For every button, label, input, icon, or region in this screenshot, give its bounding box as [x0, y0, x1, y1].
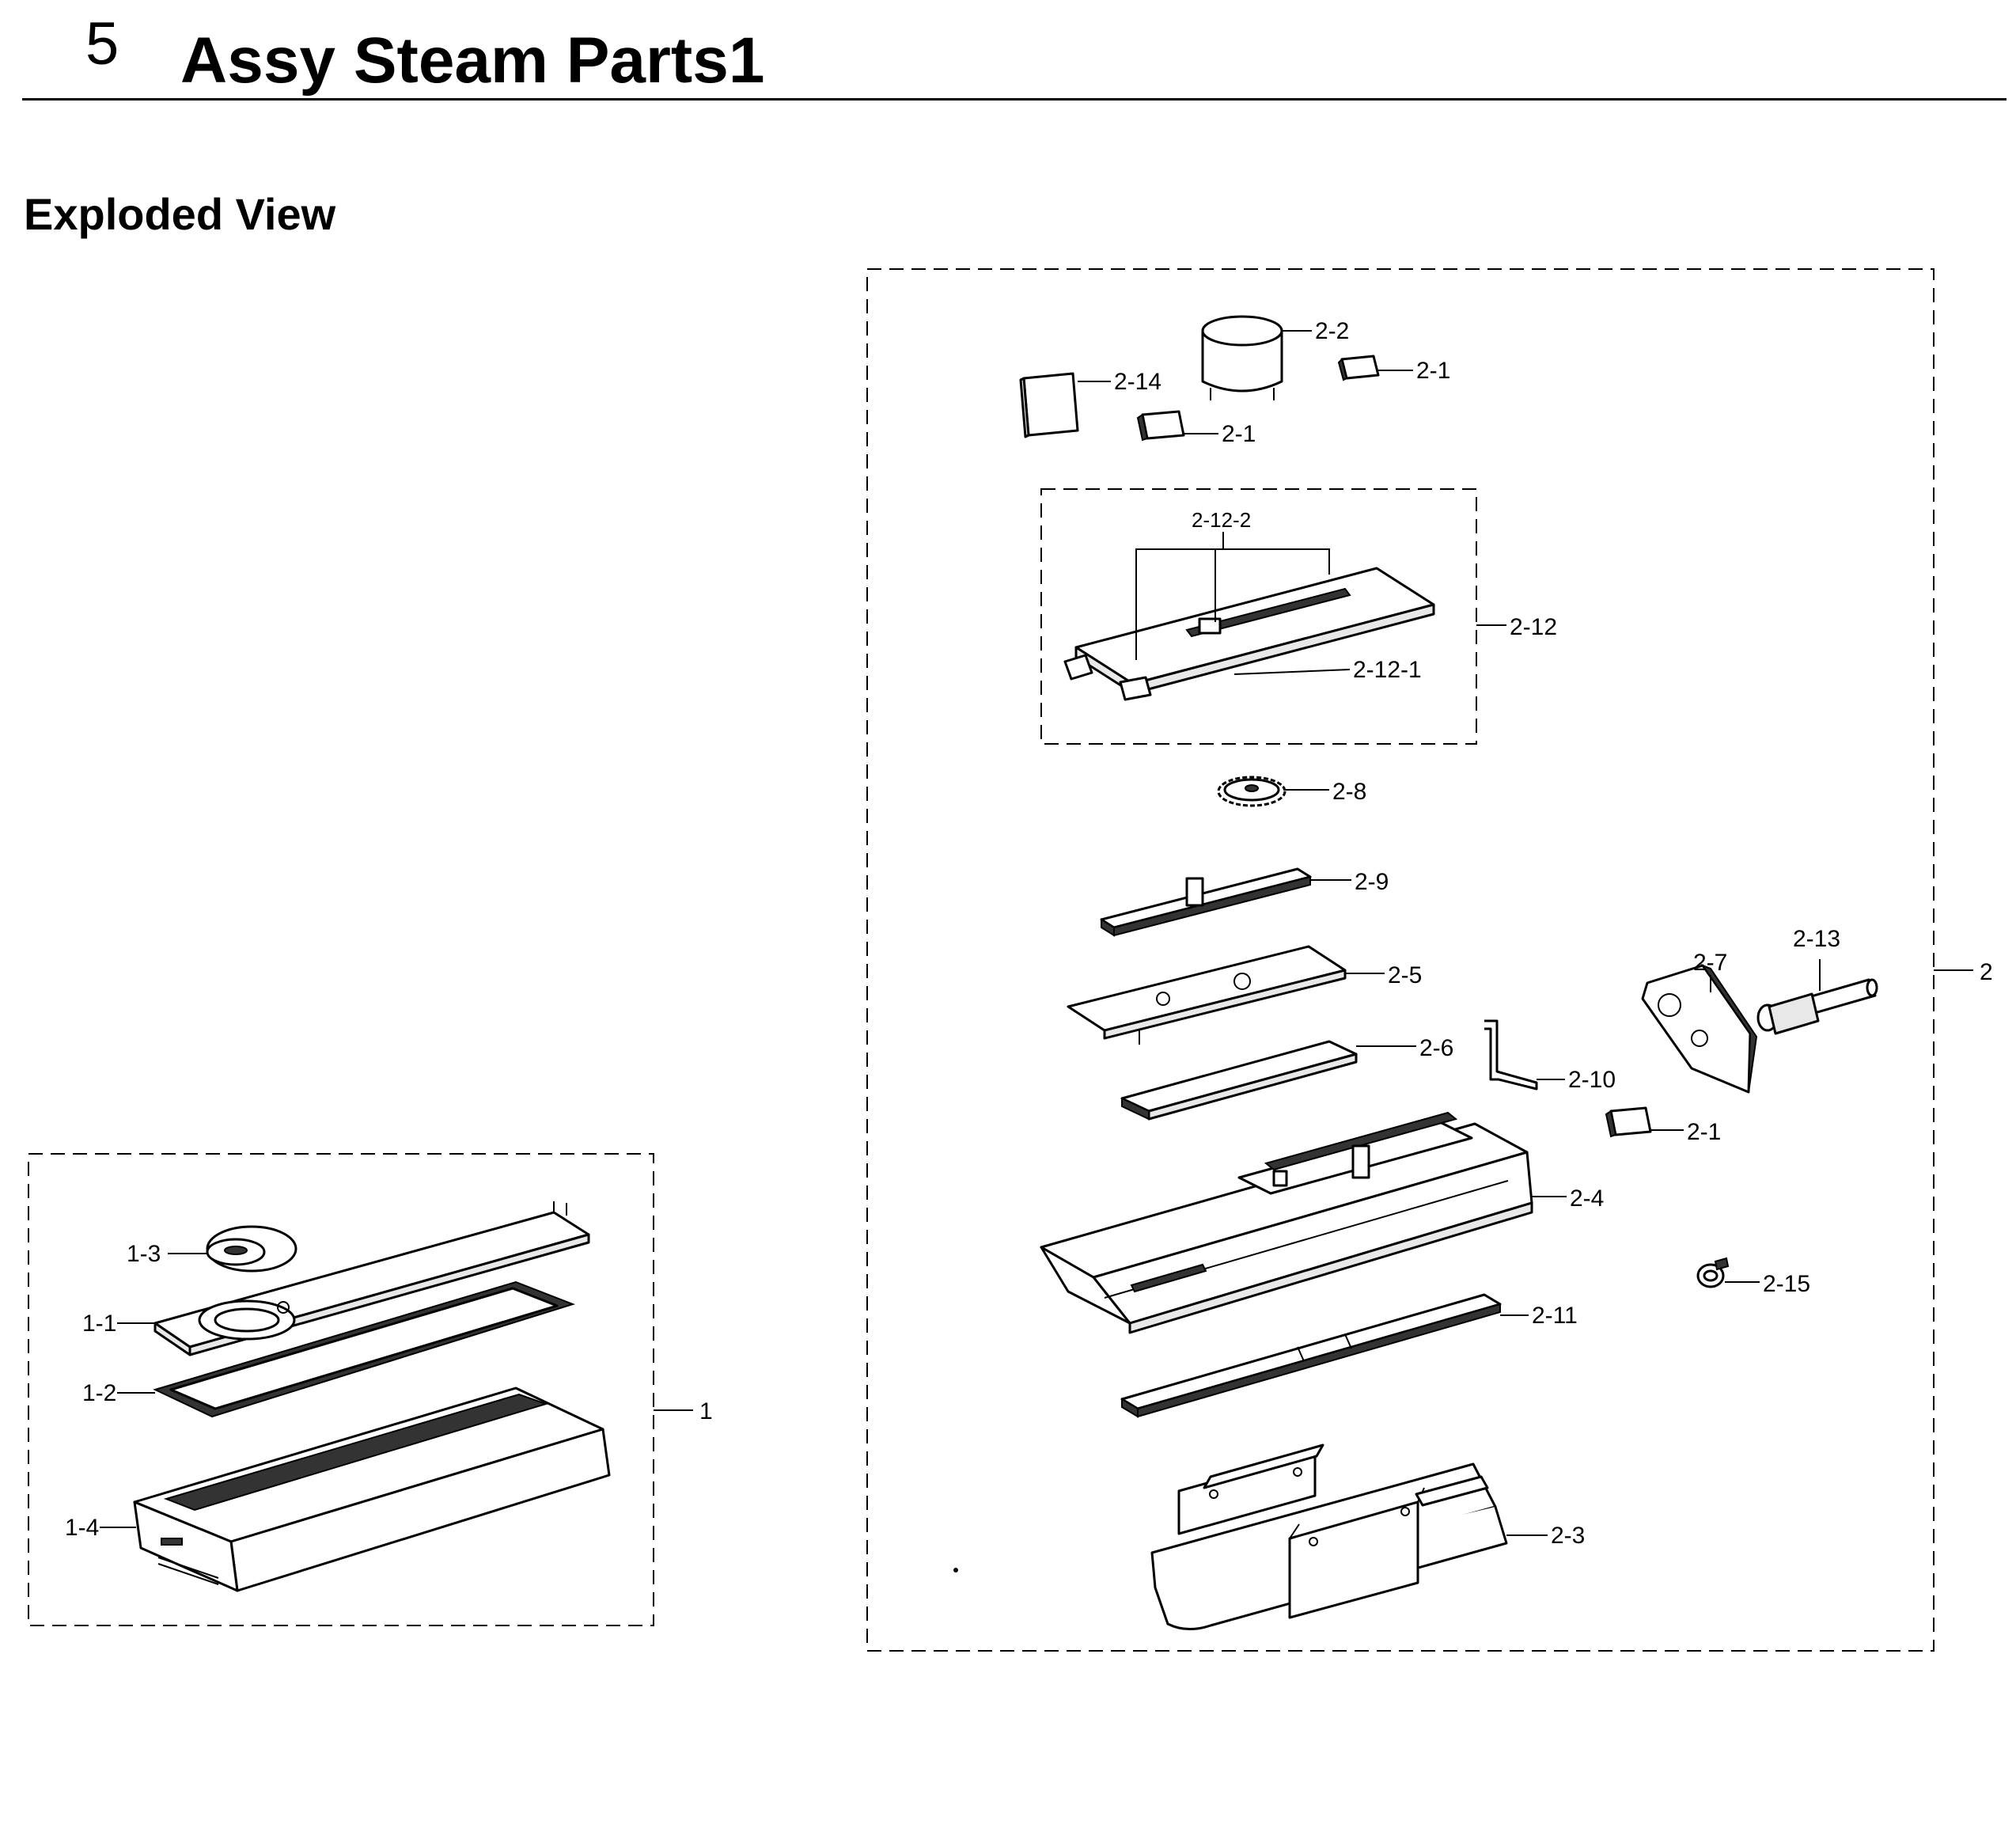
part-1-3-cap	[206, 1225, 297, 1273]
part-2-2-motor	[1201, 315, 1283, 400]
stray-dot	[953, 1568, 958, 1572]
label-2-12-2: 2-12-2	[1192, 508, 1251, 532]
part-2-15-clip	[1696, 1257, 1730, 1288]
label-2-7: 2-7	[1693, 950, 1727, 976]
part-2-1-switch-b	[1136, 410, 1185, 442]
label-2-2: 2-2	[1315, 318, 1349, 344]
part-1-4-tray	[133, 1386, 611, 1592]
part-2-6-slide	[1120, 1040, 1358, 1121]
section-subtitle: Exploded View	[24, 189, 336, 239]
label-2-6: 2-6	[1419, 1035, 1453, 1061]
part-1-1-lid	[153, 1201, 590, 1356]
page-title: Assy Steam Parts1	[180, 25, 765, 97]
part-2-12-1-plate	[1063, 567, 1435, 701]
part-2-5-plate	[1067, 945, 1347, 1045]
part-2-8-gear	[1217, 776, 1287, 807]
part-2-4-channel	[1040, 1111, 1533, 1334]
label-2-10: 2-10	[1568, 1067, 1616, 1093]
label-2-1-c: 2-1	[1687, 1119, 1721, 1145]
part-2-11-strip	[1120, 1293, 1502, 1418]
part-1-2-frame	[153, 1280, 576, 1418]
label-2-5: 2-5	[1388, 962, 1422, 988]
label-2-14: 2-14	[1114, 369, 1161, 395]
label-2-4: 2-4	[1570, 1185, 1604, 1212]
part-2-1-switch-a	[1337, 355, 1380, 381]
part-2-7-housing	[1641, 963, 1758, 1094]
assy-2-12-boundary	[1040, 488, 1477, 745]
label-assy-2: 2	[1980, 959, 1993, 985]
part-2-10-bracket	[1484, 1019, 1538, 1091]
label-2-1-b: 2-1	[1222, 421, 1256, 447]
label-2-12-1: 2-12-1	[1353, 657, 1422, 683]
label-2-3: 2-3	[1551, 1523, 1585, 1549]
part-2-3-base	[1150, 1443, 1508, 1630]
label-1-1: 1-1	[82, 1311, 116, 1337]
label-2-11: 2-11	[1532, 1303, 1578, 1329]
label-2-8: 2-8	[1332, 779, 1366, 805]
label-2-1-a: 2-1	[1416, 358, 1450, 384]
label-2-13: 2-13	[1793, 926, 1840, 952]
assy-1-boundary	[28, 1153, 654, 1626]
label-1-2: 1-2	[82, 1380, 116, 1406]
part-2-13-tube	[1756, 978, 1878, 1035]
part-2-9-rail	[1100, 867, 1312, 937]
part-2-14-box	[1019, 372, 1079, 438]
label-1-4: 1-4	[65, 1515, 99, 1541]
label-1-3: 1-3	[127, 1241, 161, 1267]
assy-2-boundary	[866, 268, 1935, 1652]
label-2-9: 2-9	[1355, 869, 1389, 895]
title-rule	[22, 98, 2007, 101]
section-number: 5	[85, 10, 119, 78]
label-2-12: 2-12	[1510, 614, 1557, 640]
label-assy-1: 1	[699, 1398, 713, 1424]
part-2-1-switch-c	[1605, 1106, 1652, 1138]
label-2-15: 2-15	[1763, 1271, 1810, 1297]
